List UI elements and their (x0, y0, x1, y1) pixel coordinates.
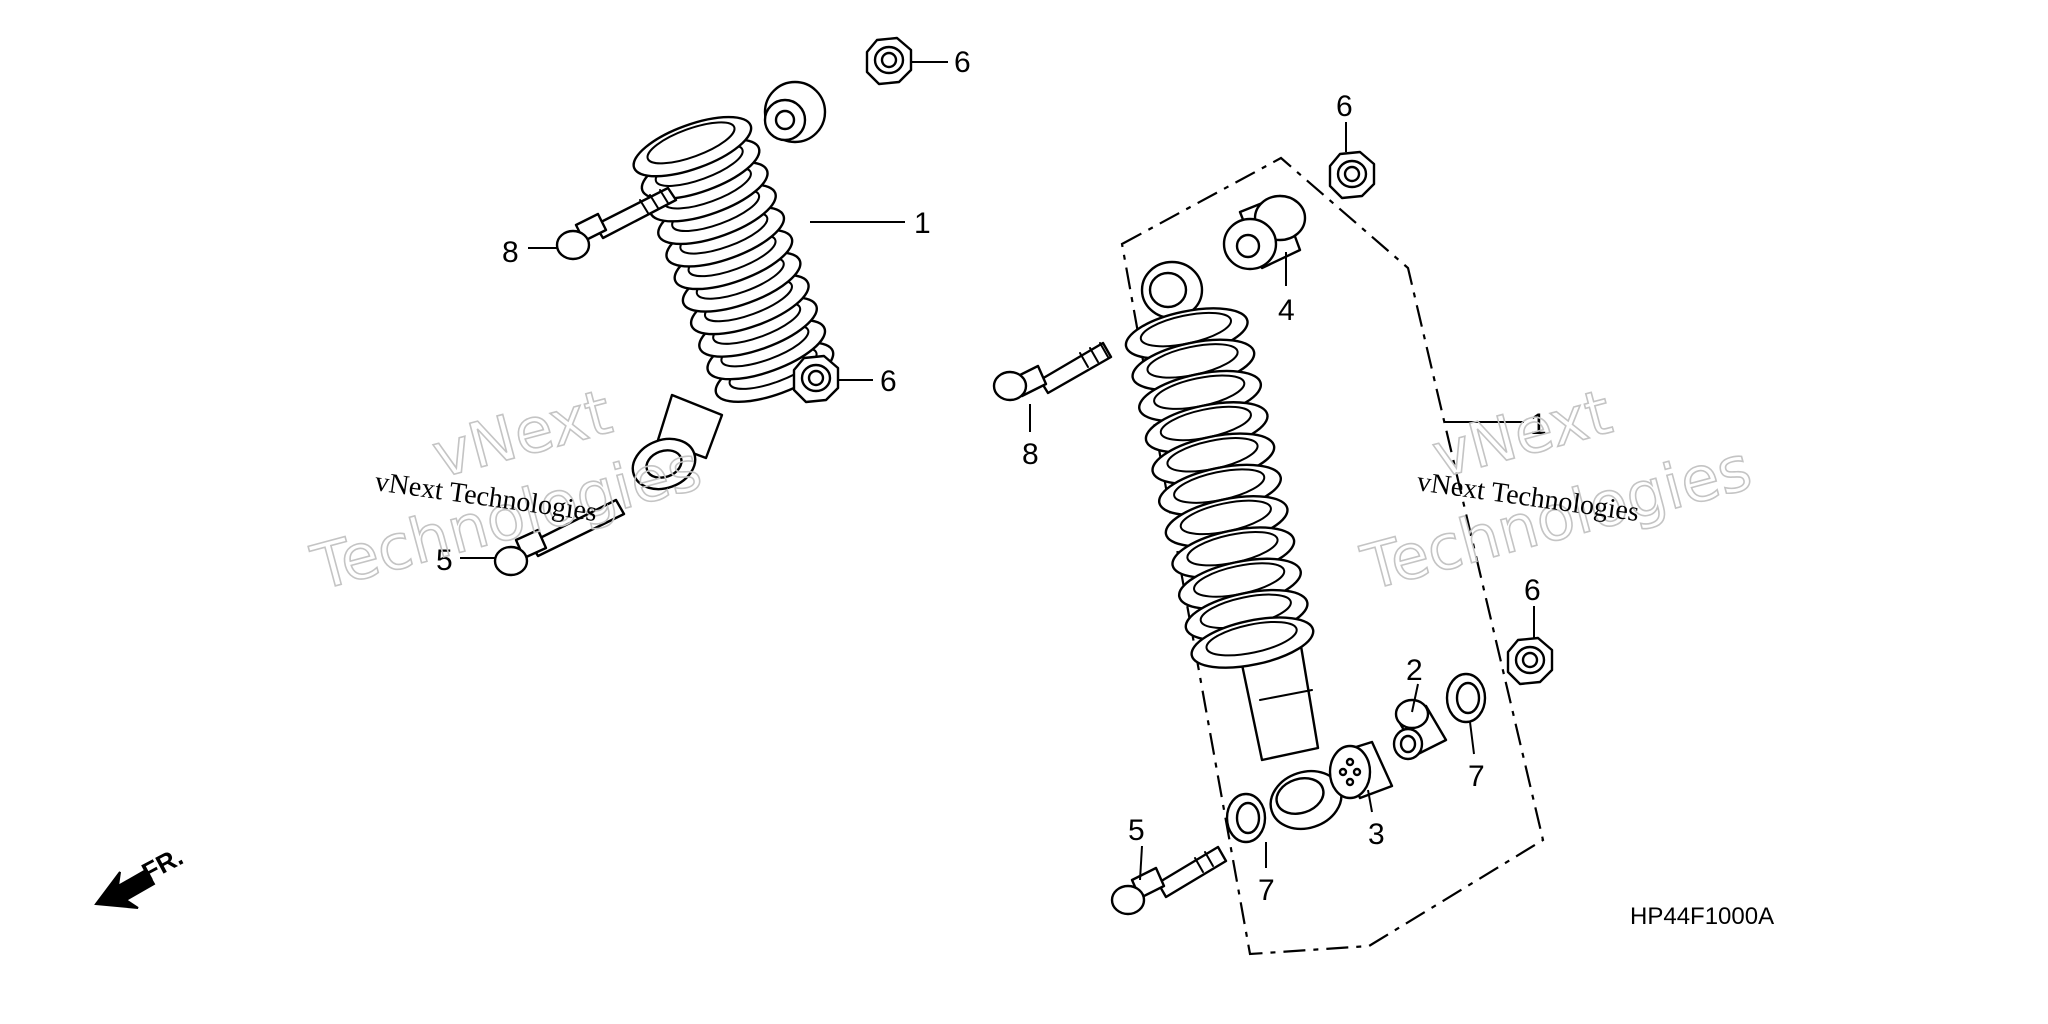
front-arrow-icon: FR. (94, 841, 188, 909)
left-nut-top (865, 36, 913, 86)
callout-left-bolt-bottom: 5 (436, 544, 453, 577)
right-shock-absorber (1120, 260, 1343, 831)
callout-right-seal-right: 7 (1468, 760, 1485, 793)
right-bolt-top (992, 341, 1113, 402)
callout-left-mid-nut: 6 (880, 365, 897, 398)
callout-right-shock: 1 (1530, 408, 1547, 441)
left-bolt-top (555, 186, 678, 261)
left-nut-mid (792, 354, 840, 404)
left-shock-absorber (625, 80, 842, 491)
callout-right-nut-side: 6 (1524, 574, 1541, 607)
right-nut-top (1328, 150, 1376, 200)
callout-right-bolt-top: 8 (1022, 438, 1039, 471)
left-bolt-bottom (493, 498, 626, 577)
assembly-outline (1120, 156, 1545, 956)
right-nut-side (1506, 636, 1554, 686)
right-rubber-bush (1328, 740, 1394, 800)
callout-left-top-nut: 6 (954, 46, 971, 79)
right-bushing (1222, 194, 1307, 271)
watermark-right: vNext Technologies vNext Technologies (1353, 374, 1759, 605)
callout-right-rubber-bush: 3 (1368, 818, 1385, 851)
diagram-code: HP44F1000A (1630, 903, 1774, 930)
callout-right-bolt-bottom: 5 (1128, 814, 1145, 847)
right-seal-right (1445, 672, 1487, 724)
callout-right-bushing: 4 (1278, 294, 1295, 327)
callout-right-seal-left: 7 (1258, 874, 1275, 907)
callout-left-shock: 1 (914, 207, 931, 240)
callout-right-nut-top: 6 (1336, 90, 1353, 123)
right-seal-left (1225, 792, 1267, 844)
right-bolt-bottom (1110, 845, 1228, 916)
right-collar (1392, 698, 1448, 761)
callout-right-collar: 2 (1406, 654, 1423, 687)
callout-left-bolt-top: 8 (502, 236, 519, 269)
